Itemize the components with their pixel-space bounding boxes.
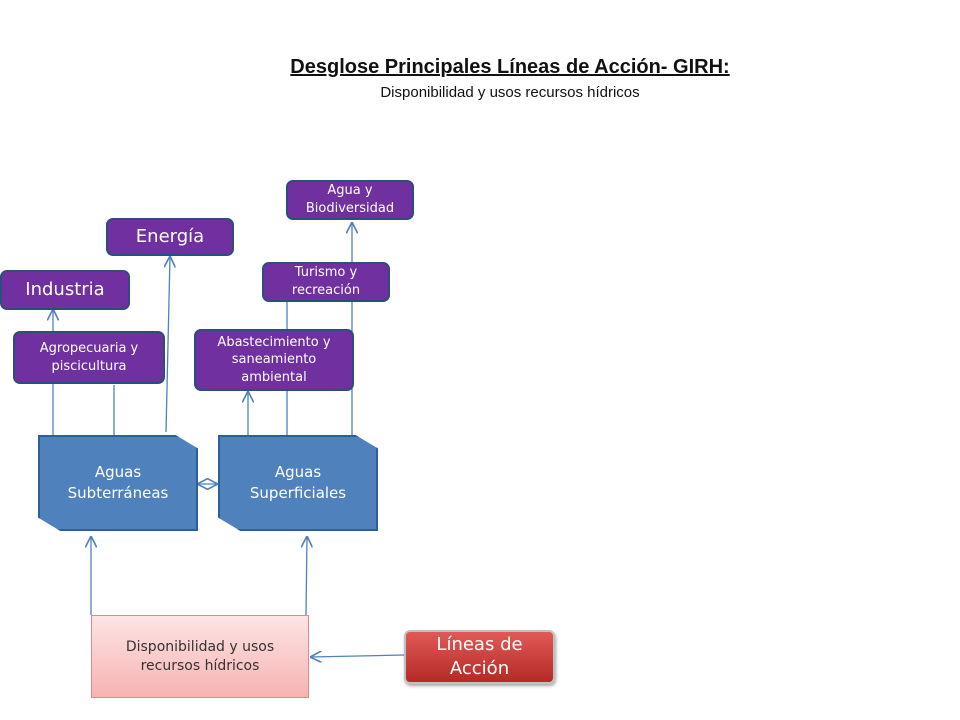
node-disponibilidad: Disponibilidad y usos recursos hídricos xyxy=(91,615,309,698)
node-agropecuaria-label: Agropecuaria y piscicultura xyxy=(39,340,139,374)
diagram-title: Desglose Principales Líneas de Acción- G… xyxy=(290,56,730,78)
node-energia: Energía xyxy=(106,218,234,256)
connector-subterraneas-energia xyxy=(166,256,170,433)
node-industria: Industria xyxy=(0,270,130,310)
node-turismo: Turismo y recreación xyxy=(262,262,390,302)
node-agua-biodiversidad: Agua y Biodiversidad xyxy=(286,180,414,220)
node-lineas-accion-label: Líneas de Acción xyxy=(436,633,523,679)
node-aguas-subterraneas-label: Aguas Subterráneas xyxy=(67,463,169,502)
diagram-subtitle: Disponibilidad y usos recursos hídricos xyxy=(380,84,640,101)
connector-lineas-disponibilidad xyxy=(310,655,405,657)
node-turismo-label: Turismo y recreación xyxy=(291,265,361,298)
node-aguas-subterraneas: Aguas Subterráneas xyxy=(38,435,198,531)
connector-disponibilidad-superficiales xyxy=(306,536,307,616)
node-agropecuaria: Agropecuaria y piscicultura xyxy=(13,331,165,384)
node-industria-label: Industria xyxy=(25,278,105,300)
node-abastecimiento-label: Abastecimiento y saneamiento ambiental xyxy=(217,334,331,385)
node-aguas-superficiales: Aguas Superficiales xyxy=(218,435,378,531)
node-lineas-accion: Líneas de Acción xyxy=(404,630,555,684)
node-abastecimiento: Abastecimiento y saneamiento ambiental xyxy=(194,329,354,391)
node-energia-label: Energía xyxy=(135,225,205,247)
node-aguas-superficiales-label: Aguas Superficiales xyxy=(249,463,347,502)
node-agua-biodiversidad-label: Agua y Biodiversidad xyxy=(305,183,395,216)
node-disponibilidad-label: Disponibilidad y usos recursos hídricos xyxy=(125,638,275,674)
